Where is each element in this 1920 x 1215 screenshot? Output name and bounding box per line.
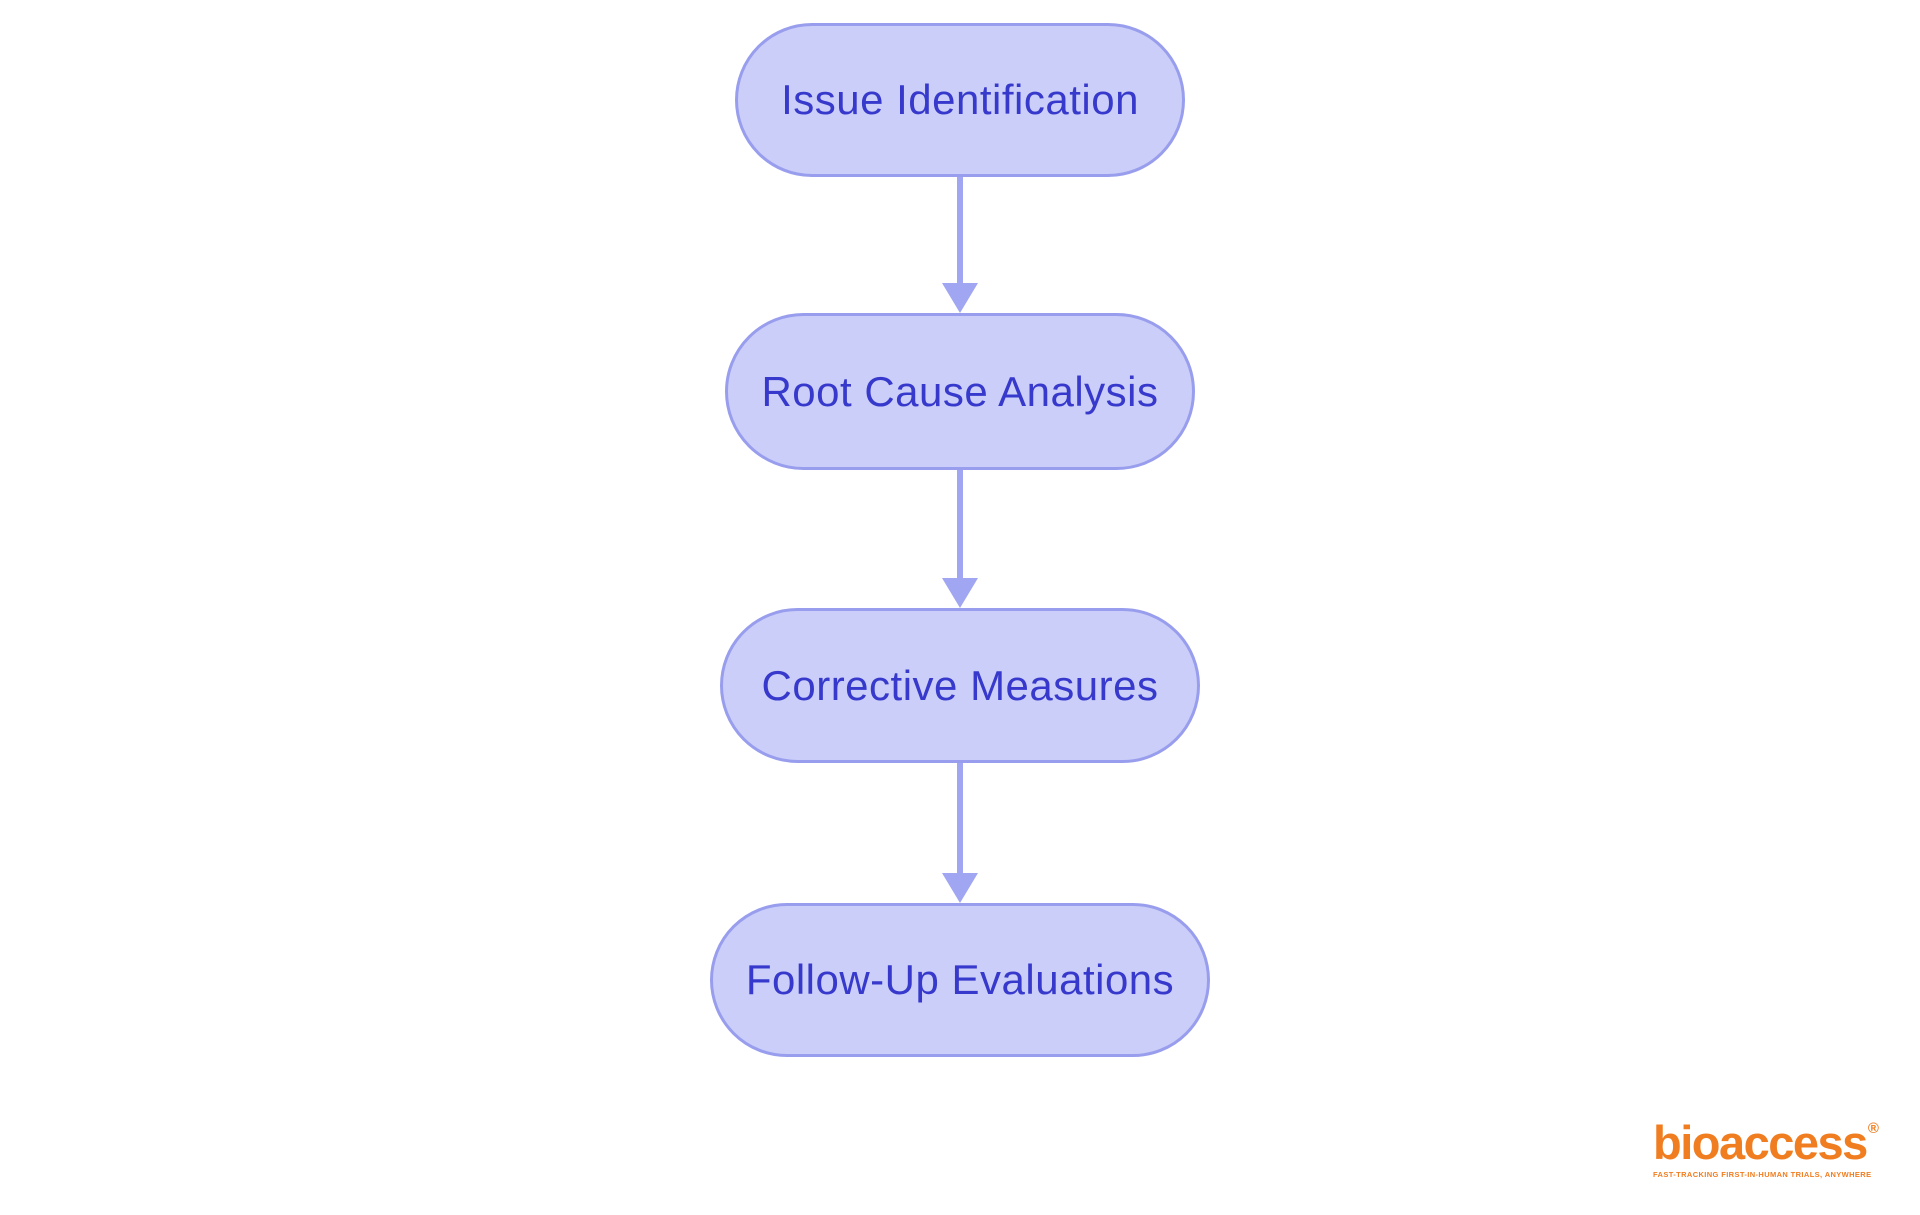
- flow-node-label: Corrective Measures: [761, 661, 1159, 709]
- arrow-down-icon: [942, 283, 978, 313]
- flow-node-label: Root Cause Analysis: [761, 367, 1159, 415]
- bioaccess-logo-wordmark: bioaccess®: [1653, 1118, 1883, 1167]
- arrow-down-icon: [942, 578, 978, 608]
- registered-trademark-icon: ®: [1867, 1120, 1879, 1137]
- flow-arrow-line: [957, 470, 963, 578]
- flow-arrow-line: [957, 177, 963, 283]
- bioaccess-logo-tagline: FAST-TRACKING FIRST-IN-HUMAN TRIALS, ANY…: [1653, 1170, 1872, 1180]
- bioaccess-brand-text: bioaccess: [1653, 1116, 1868, 1169]
- flow-node-label: Follow-Up Evaluations: [745, 956, 1175, 1003]
- bioaccess-logo: bioaccess® FAST-TRACKING FIRST-IN-HUMAN …: [1653, 1118, 1883, 1180]
- flow-node-issue-identification: Issue Identification: [735, 23, 1185, 177]
- flow-node-root-cause-analysis: Root Cause Analysis: [725, 313, 1195, 470]
- flow-arrow-line: [957, 763, 963, 873]
- arrow-down-icon: [942, 873, 978, 903]
- flow-node-follow-up-evaluations: Follow-Up Evaluations: [710, 903, 1210, 1057]
- flow-node-corrective-measures: Corrective Measures: [720, 608, 1200, 763]
- flow-node-label: Issue Identification: [781, 76, 1139, 123]
